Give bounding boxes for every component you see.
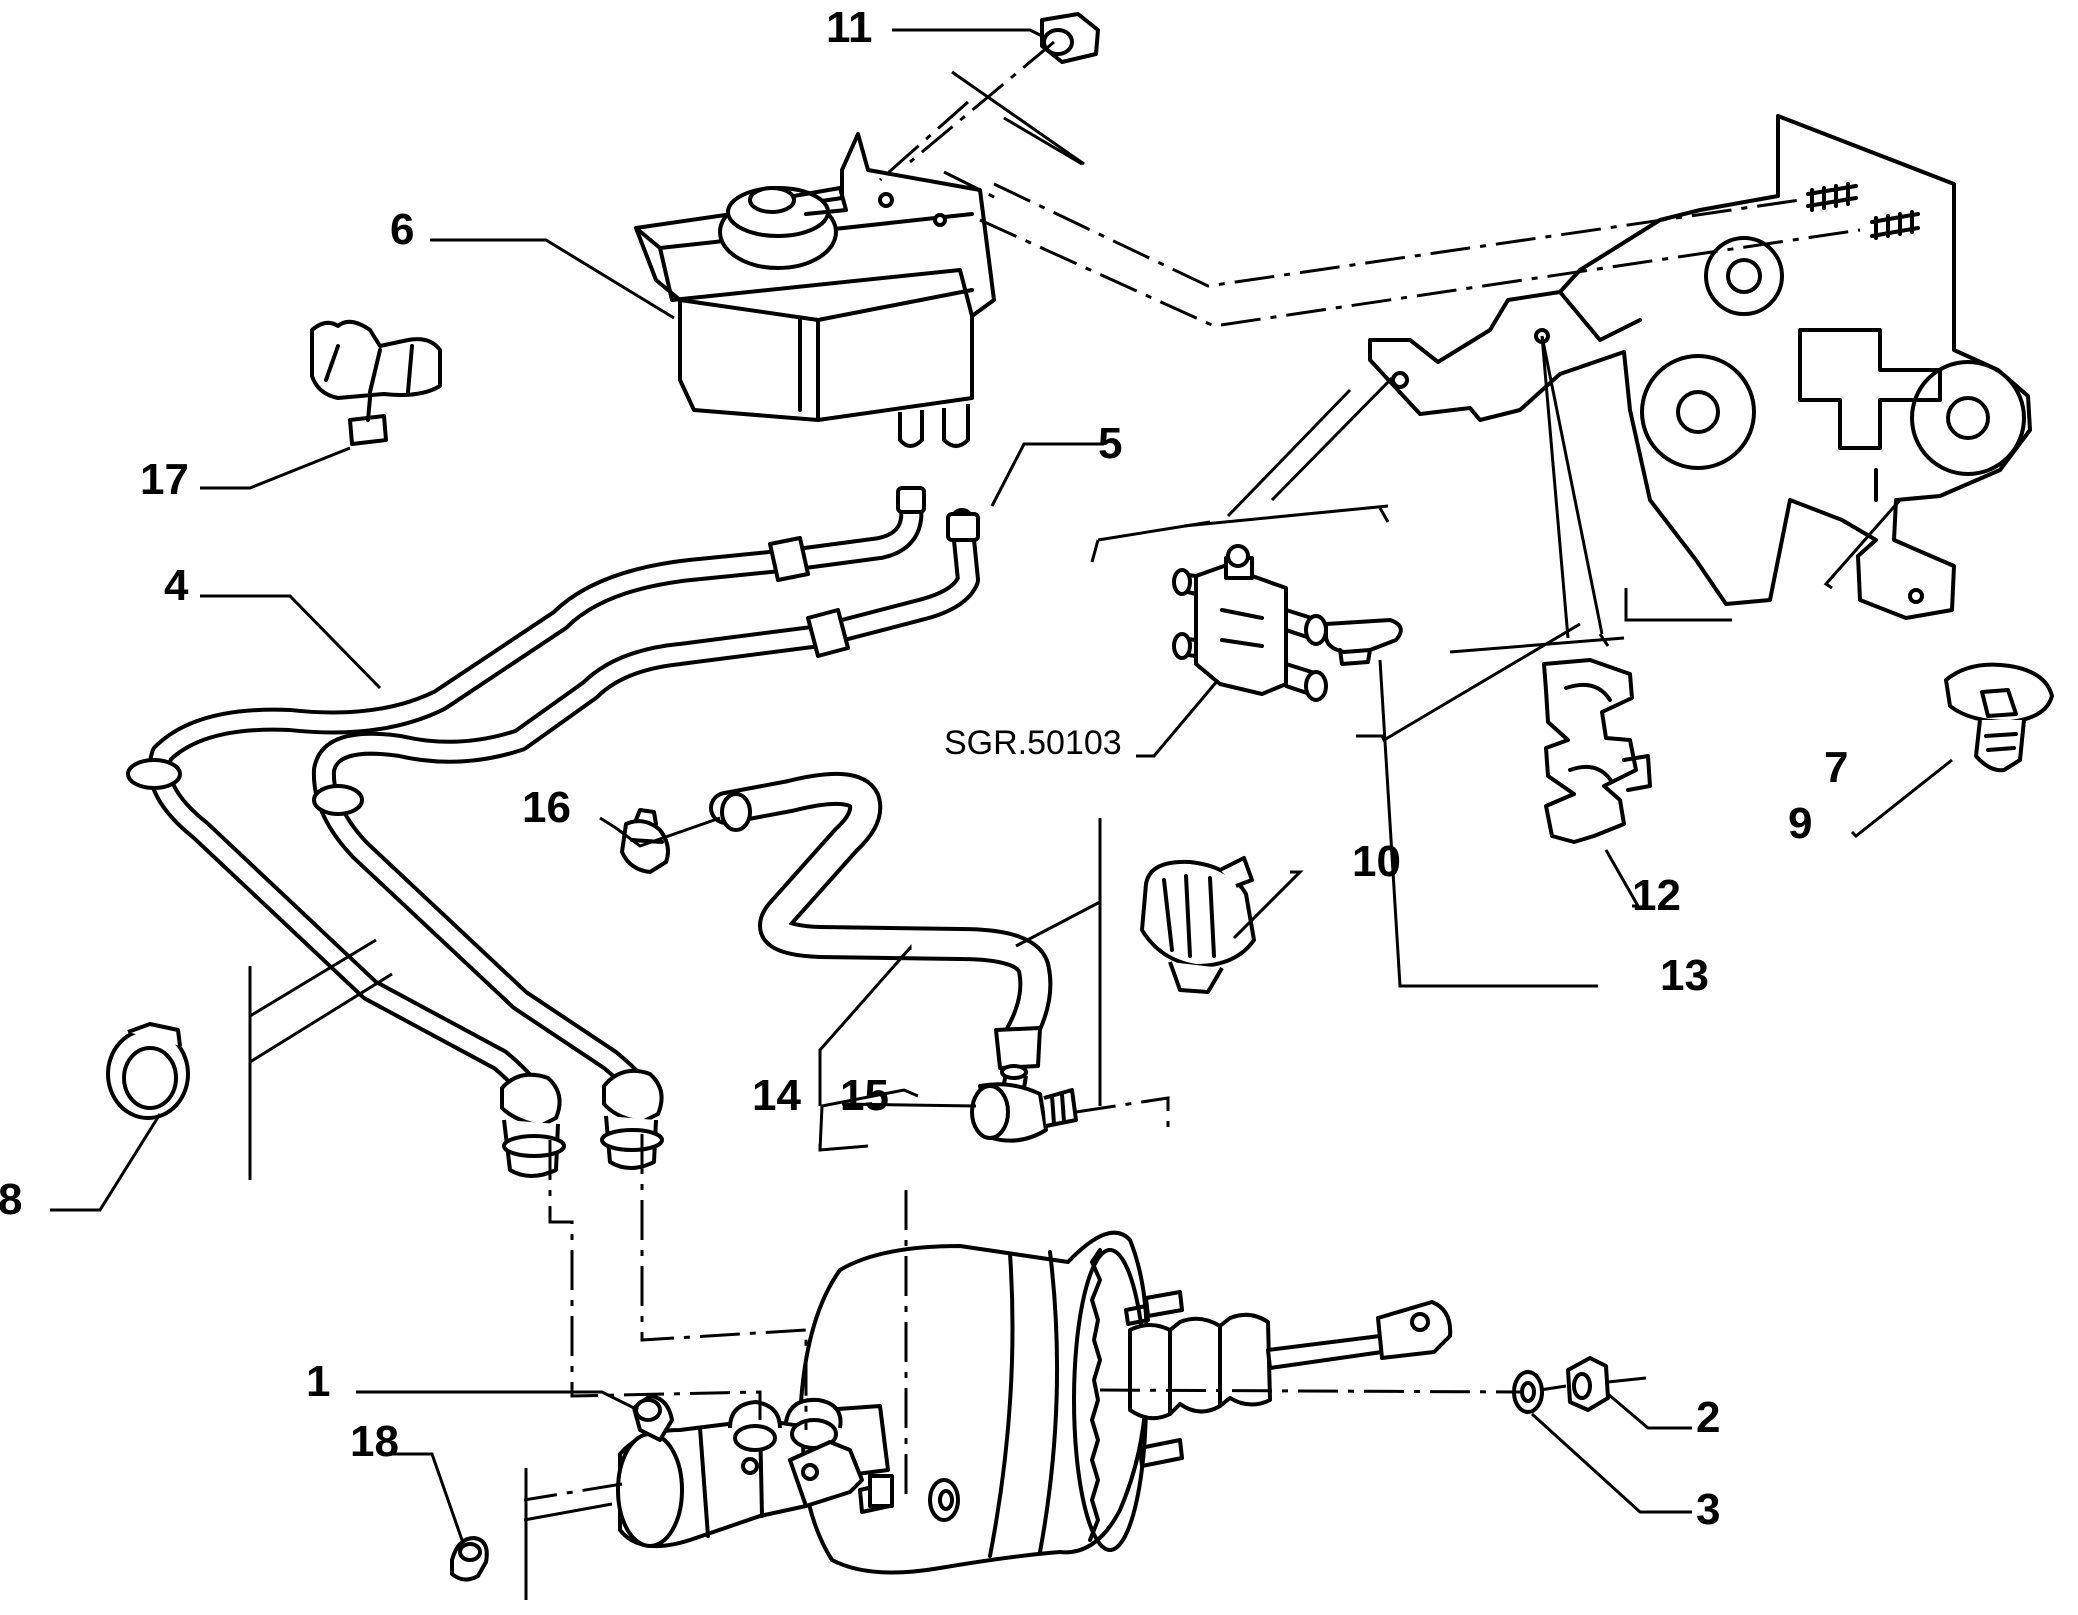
- reference-code-sgr-50103: SGR.50103: [944, 724, 1122, 762]
- part-7-mounting-bracket: [1368, 114, 2032, 620]
- part-17-hose-clip: [310, 319, 442, 446]
- valve-sgr-50103: [1172, 544, 1328, 702]
- grouping-lines: [248, 70, 1625, 1600]
- part-6-fluid-reservoir: [634, 132, 996, 448]
- callout-2: 2: [1696, 1393, 1720, 1442]
- hose-4: [147, 488, 924, 1108]
- callout-18: 18: [350, 1417, 399, 1466]
- part-2-nut: [1566, 1356, 1610, 1412]
- callout-6: 6: [390, 205, 414, 254]
- callout-3: 3: [1696, 1485, 1720, 1534]
- part-12-double-clip: [1542, 658, 1652, 844]
- callout-labels: 11 6 17 5 4 SGR.50103 7 9 16 10 12 13 14…: [0, 3, 1848, 1534]
- callout-17: 17: [140, 455, 189, 504]
- callout-5: 5: [1098, 419, 1122, 468]
- brake-booster: [798, 1230, 1453, 1575]
- leader-lines: [50, 28, 1953, 1541]
- part-1-master-cylinder: [616, 1394, 894, 1548]
- part-15-check-valve: [970, 1064, 1078, 1143]
- callout-7: 7: [1824, 743, 1848, 792]
- callout-10: 10: [1352, 837, 1401, 886]
- part-10-clamp: [1140, 856, 1256, 994]
- callout-15: 15: [840, 1071, 889, 1120]
- part-13-small-clip: [1324, 618, 1403, 666]
- part-16-hose-clamp: [620, 808, 670, 874]
- callout-16: 16: [522, 783, 571, 832]
- callout-11: 11: [826, 3, 873, 52]
- callout-12: 12: [1632, 871, 1681, 920]
- callout-8: 8: [0, 1175, 22, 1224]
- part-14-vacuum-hose: [709, 771, 1053, 1070]
- assembly-lines: [523, 40, 1861, 1502]
- hose-5: [311, 508, 980, 1102]
- hose-collars: [126, 486, 980, 1178]
- part-9-grommet: [1944, 662, 2054, 773]
- part-18-grommet: [450, 1536, 489, 1582]
- part-8-hose-clamp: [106, 1022, 190, 1120]
- callout-9: 9: [1788, 799, 1812, 848]
- callout-13: 13: [1660, 951, 1709, 1000]
- callout-14: 14: [752, 1071, 801, 1120]
- callout-1: 1: [306, 1357, 330, 1406]
- part-11-nut: [1040, 12, 1100, 64]
- callout-4: 4: [164, 561, 189, 610]
